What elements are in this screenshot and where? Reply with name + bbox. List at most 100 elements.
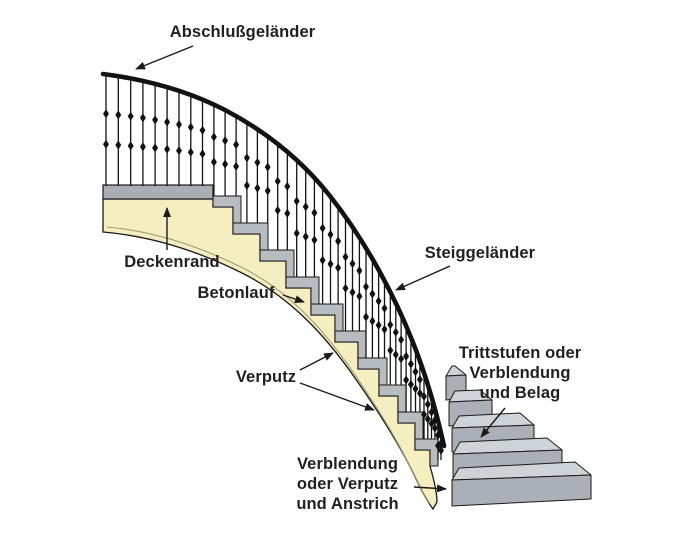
baluster-ornament-icon <box>387 320 394 330</box>
baluster-ornament-icon <box>311 208 318 218</box>
upper-steps-group <box>212 195 439 467</box>
baluster-ornament-icon <box>424 399 431 409</box>
label-trittstufen: Trittstufen oder Verblendung und Belag <box>445 343 595 403</box>
baluster-ornament-icon <box>438 445 444 455</box>
baluster-ornament-icon <box>369 289 376 299</box>
baluster-ornament-icon <box>416 374 423 385</box>
baluster-ornament-icon <box>335 236 342 246</box>
baluster-ornament-icon <box>421 391 427 401</box>
baluster-ornament-icon <box>349 259 356 269</box>
baluster-ornament-icon <box>264 186 271 196</box>
baluster-ornament-icon <box>407 359 414 369</box>
baluster-ornament-icon <box>264 162 271 172</box>
bottom-steps-group <box>445 365 592 507</box>
baluster-ornament-icon <box>176 146 182 156</box>
leader-verputz-lower <box>299 382 375 411</box>
baluster-ornament-icon <box>335 263 342 273</box>
baluster-ornament-icon <box>293 196 300 206</box>
plaster-line <box>106 226 430 505</box>
baluster-ornament-icon <box>103 109 109 119</box>
leader-betonlauf <box>282 294 305 303</box>
baluster-ornament-icon <box>199 125 206 135</box>
baluster-ornament-icon <box>233 161 240 171</box>
baluster-ornament-icon <box>222 159 229 169</box>
label-line: und Anstrich <box>296 495 399 513</box>
baluster-ornament-icon <box>375 296 382 306</box>
baluster-ornament-icon <box>139 113 146 123</box>
label-line: und Belag <box>479 384 561 402</box>
baluster-ornament-icon <box>387 345 394 355</box>
baluster-ornament-icon <box>375 320 382 330</box>
baluster-ornament-icon <box>381 324 388 334</box>
label-steiggelaender: Steiggeländer <box>424 244 536 262</box>
baluster-ornament-icon <box>243 153 250 163</box>
label-line: Trittstufen oder <box>458 344 582 362</box>
baluster-ornament-icon <box>424 414 431 424</box>
baluster-ornament-icon <box>381 303 388 313</box>
baluster-ornament-icon <box>327 259 334 269</box>
label-line: Verblendung <box>469 364 571 382</box>
label-deckenrand: Deckenrand <box>124 253 220 271</box>
railing-group <box>100 71 447 460</box>
baluster-ornament-icon <box>363 312 369 322</box>
baluster-ornament-icon <box>369 316 376 326</box>
leader-verputz-upper <box>299 352 334 371</box>
baluster-ornament-icon <box>187 122 194 132</box>
baluster-ornament-icon <box>392 350 399 360</box>
baluster-ornament-icon <box>403 375 410 385</box>
baluster-ornament-icon <box>152 115 159 125</box>
baluster-ornament-icon <box>431 423 438 433</box>
baluster-ornament-icon <box>164 117 171 127</box>
label-line: Verblendung <box>296 455 399 473</box>
baluster-ornament-icon <box>254 183 261 193</box>
leader-abschlussgelaender <box>135 45 194 70</box>
baluster-ornament-icon <box>356 266 363 276</box>
baluster-ornament-icon <box>302 232 309 242</box>
step-face-shape <box>451 474 592 507</box>
label-line: oder Verputz <box>296 475 399 493</box>
baluster-ornament-icon <box>274 205 281 215</box>
baluster-ornament-icon <box>398 354 405 364</box>
label-betonlauf: Betonlauf <box>197 284 275 302</box>
baluster-ornament-icon <box>222 136 229 146</box>
baluster-ornament-icon <box>342 252 349 262</box>
baluster-ornament-icon <box>327 229 334 240</box>
baluster-ornament-icon <box>274 176 281 186</box>
baluster-ornament-icon <box>428 407 435 417</box>
baluster-ornament-icon <box>115 140 122 150</box>
baluster-ornament-icon <box>319 223 326 233</box>
baluster-ornament-icon <box>164 144 171 154</box>
baluster-ornament-icon <box>319 255 326 265</box>
label-verblendung: Verblendung oder Verputz und Anstrich <box>275 454 420 514</box>
baluster-ornament-icon <box>356 291 363 301</box>
leader-trittstufen <box>480 407 506 438</box>
baluster-ornament-icon <box>421 409 427 420</box>
baluster-ornament-icon <box>115 110 122 120</box>
baluster-ornament-icon <box>243 180 250 191</box>
handrail-path <box>100 71 447 449</box>
baluster-ornament-icon <box>284 208 291 218</box>
baluster-ornament-icon <box>398 335 405 345</box>
leader-verblendung <box>413 484 447 493</box>
balusters-group <box>103 76 444 460</box>
baluster-ornament-icon <box>233 140 240 150</box>
baluster-ornament-icon <box>342 283 349 293</box>
baluster-ornament-icon <box>293 228 300 238</box>
baluster-ornament-icon <box>127 111 134 121</box>
ceiling-edge-shape <box>102 184 214 200</box>
baluster-ornament-icon <box>311 235 318 245</box>
baluster-ornament-icon <box>412 384 419 394</box>
leader-steiggelaender <box>395 265 451 291</box>
baluster-ornament-icon <box>210 157 217 167</box>
baluster-ornament-icon <box>363 282 369 292</box>
leader-lines-group <box>135 45 506 493</box>
baluster-ornament-icon <box>349 287 356 297</box>
baluster-ornament-icon <box>176 119 182 130</box>
baluster-ornament-icon <box>392 327 399 337</box>
baluster-ornament-icon <box>284 181 291 191</box>
baluster-ornament-icon <box>152 143 159 153</box>
baluster-ornament-icon <box>199 149 206 159</box>
baluster-ornament-icon <box>407 379 414 389</box>
